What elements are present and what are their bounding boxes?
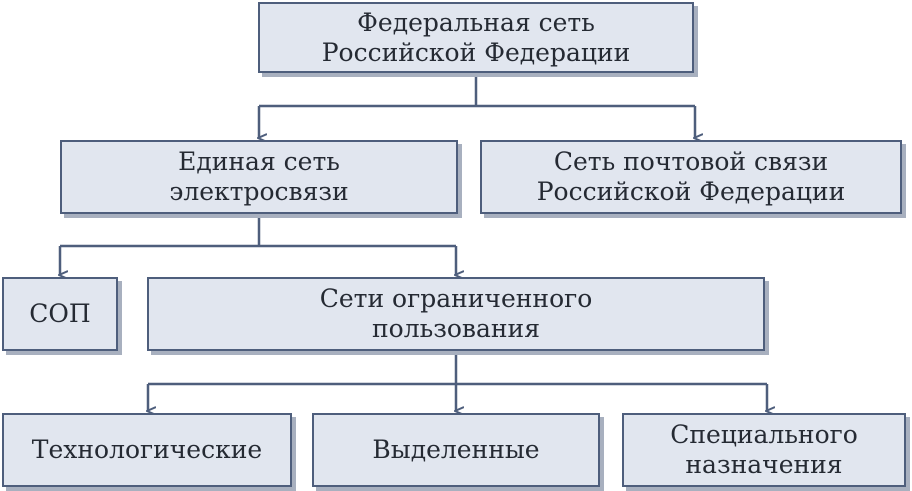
federal-network-box: Федеральная сеть Российской Федерации xyxy=(258,2,694,73)
sop-box: СОП xyxy=(2,277,118,351)
federal-network-line1: Федеральная сеть xyxy=(357,7,595,37)
postal-network-line2: Российской Федерации xyxy=(536,177,846,206)
postal-network-box: Сеть почтовой связи Российской Федерации xyxy=(480,140,902,214)
technological-box: Технологические xyxy=(2,413,292,487)
limited-use-box: Сети ограниченного пользования xyxy=(147,277,765,351)
federal-network-line2: Российской Федерации xyxy=(321,37,631,67)
limited-use-line2: пользования xyxy=(372,314,540,343)
special-purpose-box: Специального назначения xyxy=(622,413,906,487)
unified-telecom-line1: Единая сеть xyxy=(178,147,340,176)
technological-label: Технологические xyxy=(31,435,263,464)
postal-network-line1: Сеть почтовой связи xyxy=(553,147,829,176)
sop-label: СОП xyxy=(29,299,91,328)
dedicated-box: Выделенные xyxy=(312,413,600,487)
unified-telecom-box: Единая сеть электросвязи xyxy=(60,140,458,214)
dedicated-label: Выделенные xyxy=(372,435,540,464)
special-purpose-line1: Специального xyxy=(670,420,858,449)
special-purpose-line2: назначения xyxy=(685,450,843,479)
unified-telecom-line2: электросвязи xyxy=(169,177,349,206)
limited-use-line1: Сети ограниченного xyxy=(319,284,593,313)
